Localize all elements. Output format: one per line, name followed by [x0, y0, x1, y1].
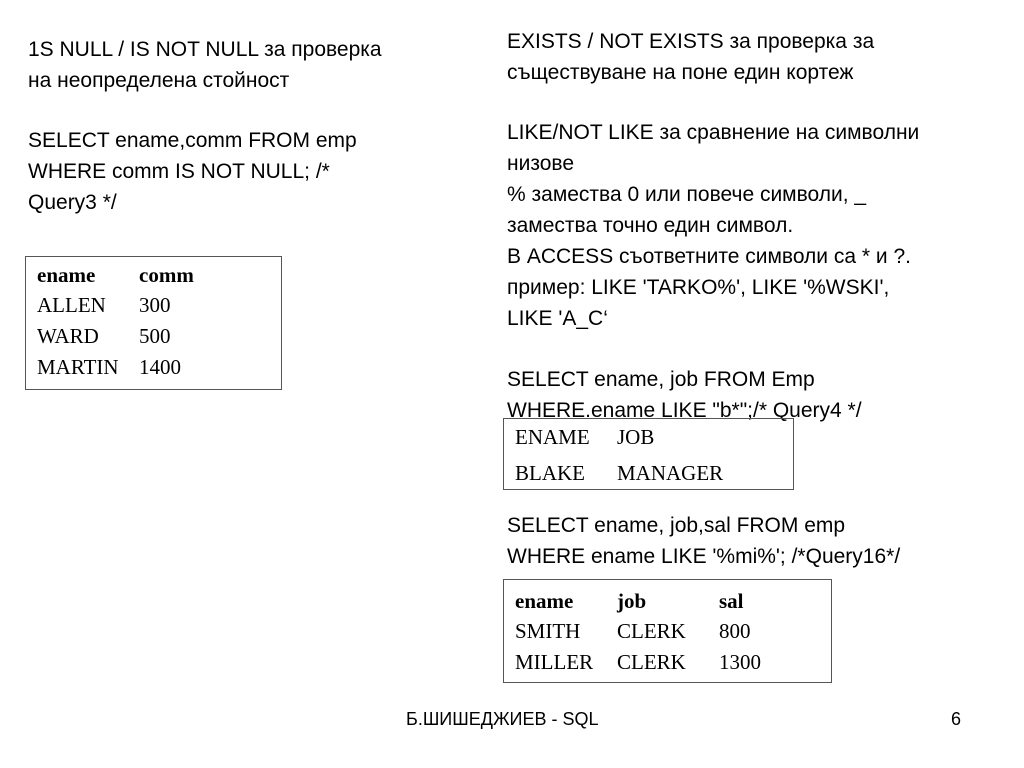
query3-result-table: ename comm ALLEN 300 WARD 500 MARTIN 140…: [25, 256, 282, 390]
text-line: В ACCESS съответните символи са * и ?.: [507, 245, 911, 268]
table-cell: CLERK: [617, 650, 686, 674]
query3-code: SELECT ename,comm FROM emp WHERE comm IS…: [28, 125, 357, 218]
table-cell: WARD: [37, 324, 99, 348]
code-line: SELECT ename, job,sal FROM emp: [507, 514, 846, 537]
table-row: SMITH CLERK 800: [515, 619, 761, 650]
table-cell: 1300: [719, 650, 761, 674]
text-line: замества точно един символ.: [507, 214, 794, 237]
text-line: низове: [507, 152, 574, 175]
column-header: ename: [515, 589, 574, 613]
column-header: ENAME: [515, 425, 590, 449]
table-row: MARTIN 1400: [37, 355, 194, 386]
text-line: % замества 0 или повече символи, _: [507, 183, 867, 206]
code-line: SELECT ename, job FROM Emp: [507, 368, 815, 391]
page-number: 6: [951, 709, 962, 729]
null-check-text: 1S NULL / IS NOT NULL за проверка на нео…: [28, 34, 382, 96]
code-line: Query3 */: [28, 191, 117, 214]
table-cell: MILLER: [515, 650, 594, 674]
column-header: JOB: [617, 425, 655, 449]
query4-result-table: ENAME JOB BLAKE MANAGER: [503, 418, 794, 490]
table-cell: ALLEN: [37, 293, 106, 317]
table-cell: 500: [139, 324, 171, 348]
table-cell: MANAGER: [617, 461, 724, 485]
like-text: LIKE/NOT LIKE за сравнение на символни н…: [507, 117, 919, 334]
query16-code: SELECT ename, job,sal FROM emp WHERE ena…: [507, 510, 900, 572]
exists-text: EXISTS / NOT EXISTS за проверка за същес…: [507, 26, 874, 88]
code-line: WHERE ename LIKE '%mi%'; /*Query16*/: [507, 545, 901, 568]
text-line: съществуване на поне един кортеж: [507, 61, 854, 84]
table-row: ALLEN 300: [37, 293, 194, 324]
table-cell: 1400: [139, 355, 181, 379]
table-cell: MARTIN: [37, 355, 119, 379]
query4-code: SELECT ename, job FROM Emp WHERE.ename L…: [507, 364, 862, 426]
footer-author: Б.ШИШЕДЖИЕВ - SQL: [406, 709, 599, 729]
code-line: SELECT ename,comm FROM emp: [28, 129, 357, 152]
text-line: EXISTS / NOT EXISTS за проверка за: [507, 30, 875, 53]
text-line: 1S NULL / IS NOT NULL за проверка: [28, 38, 382, 61]
column-header: ename: [37, 263, 96, 287]
text-line: пример: LIKE 'TARKO%', LIKE '%WSKI',: [507, 276, 890, 299]
column-header: job: [617, 589, 647, 613]
table-cell: SMITH: [515, 619, 581, 643]
table-cell: 800: [719, 619, 751, 643]
code-line: WHERE comm IS NOT NULL; /*: [28, 160, 330, 183]
code-line: WHERE.ename LIKE "b*";/* Query4 */: [507, 399, 862, 422]
table-cell: CLERK: [617, 619, 686, 643]
table-row: MILLER CLERK 1300: [515, 650, 761, 681]
table-cell: BLAKE: [515, 461, 585, 485]
text-line: на неопределена стойност: [28, 69, 290, 92]
column-header: sal: [719, 589, 744, 613]
query16-result-table: ename job sal SMITH CLERK 800 MILLER CLE…: [503, 579, 832, 683]
column-header: comm: [139, 263, 194, 287]
text-line: LIKE/NOT LIKE за сравнение на символни: [507, 121, 920, 144]
text-line: LIKE 'A_C‘: [507, 307, 608, 330]
table-cell: 300: [139, 293, 171, 317]
table-row: BLAKE MANAGER: [515, 461, 724, 489]
table-row: WARD 500: [37, 324, 194, 355]
